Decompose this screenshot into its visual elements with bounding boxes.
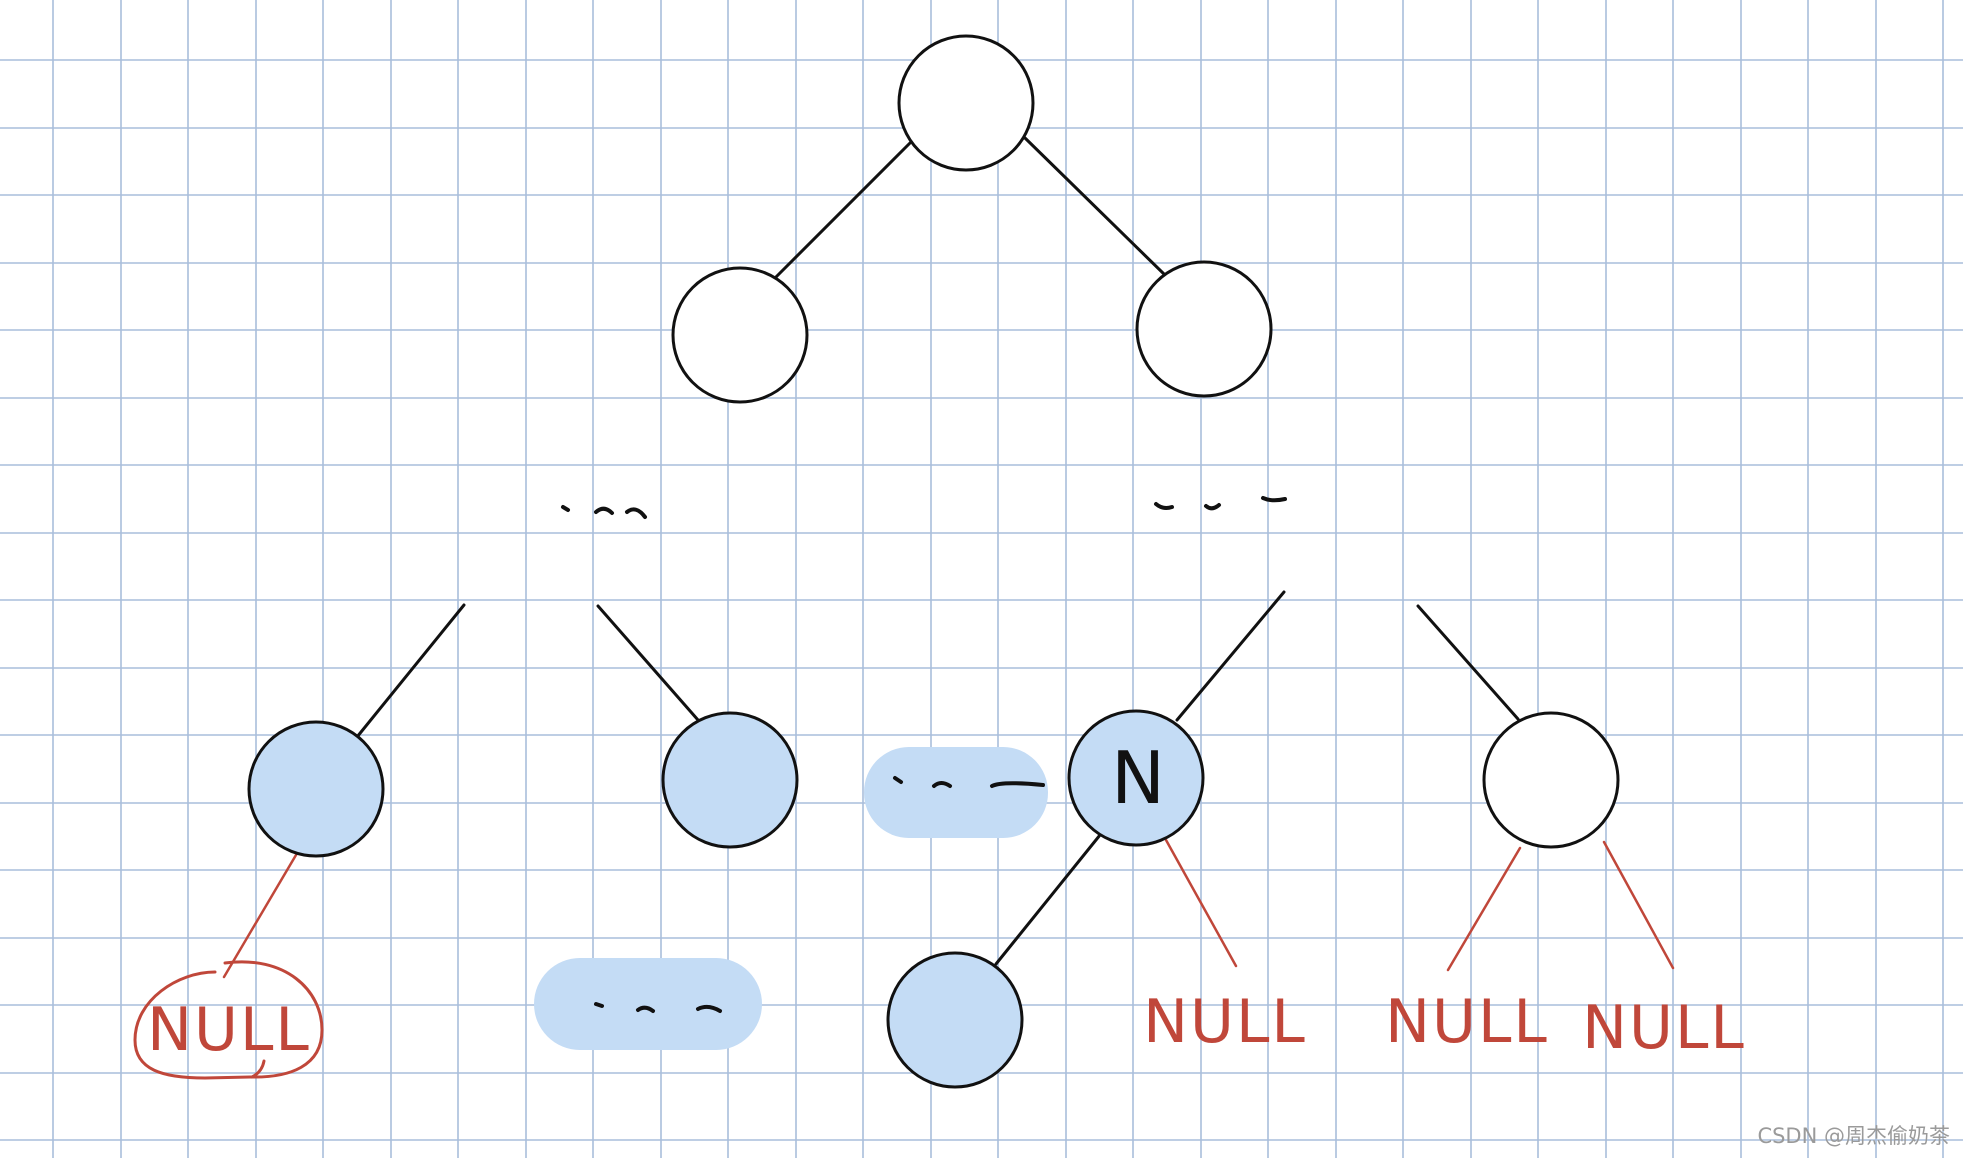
node-n — [1067, 709, 1205, 847]
watermark: CSDN @周杰偷奶茶 — [1757, 1124, 1950, 1148]
null-edge-last-left — [1446, 846, 1522, 972]
null-label-last-left: NULL — [1385, 987, 1549, 1057]
null-label-left: NULL — [147, 995, 311, 1065]
null-edge-left — [222, 853, 298, 979]
right-child-node — [1135, 260, 1273, 398]
edge-to-node-n — [1175, 590, 1286, 722]
edge-upper-right-of-left — [596, 604, 700, 722]
edge-root-to-right — [1023, 136, 1168, 278]
edge-n-to-left-child — [994, 833, 1102, 966]
highlighted-node-second — [661, 711, 799, 849]
null-label-last-right: NULL — [1582, 993, 1746, 1063]
null-label-n-right: NULL — [1143, 987, 1307, 1057]
left-child-node — [671, 266, 809, 404]
ellipsis-right-middle — [1154, 496, 1287, 511]
highlighted-node-leftmost — [247, 720, 385, 858]
tree-edges — [355, 136, 1520, 966]
null-edges — [222, 838, 1675, 979]
null-edge-last-right — [1602, 840, 1675, 970]
node-n-label: N — [1111, 736, 1165, 820]
null-circled-group: NULL — [133, 960, 324, 1080]
edge-to-last-node — [1416, 604, 1520, 721]
ellipsis-left-middle — [561, 505, 647, 519]
null-edge-n-right — [1164, 838, 1238, 968]
ellipsis-pill-middle — [864, 747, 1048, 838]
n-left-child-node — [886, 951, 1024, 1089]
ellipsis-pill-bottom — [534, 958, 762, 1050]
null-circle-tail — [250, 1059, 266, 1079]
root-node — [897, 34, 1035, 172]
null-circle-outline — [133, 960, 324, 1080]
tree-nodes — [247, 34, 1620, 1089]
edge-root-to-left — [774, 141, 912, 279]
last-node — [1482, 711, 1620, 849]
edge-upper-left-branch — [355, 603, 466, 739]
